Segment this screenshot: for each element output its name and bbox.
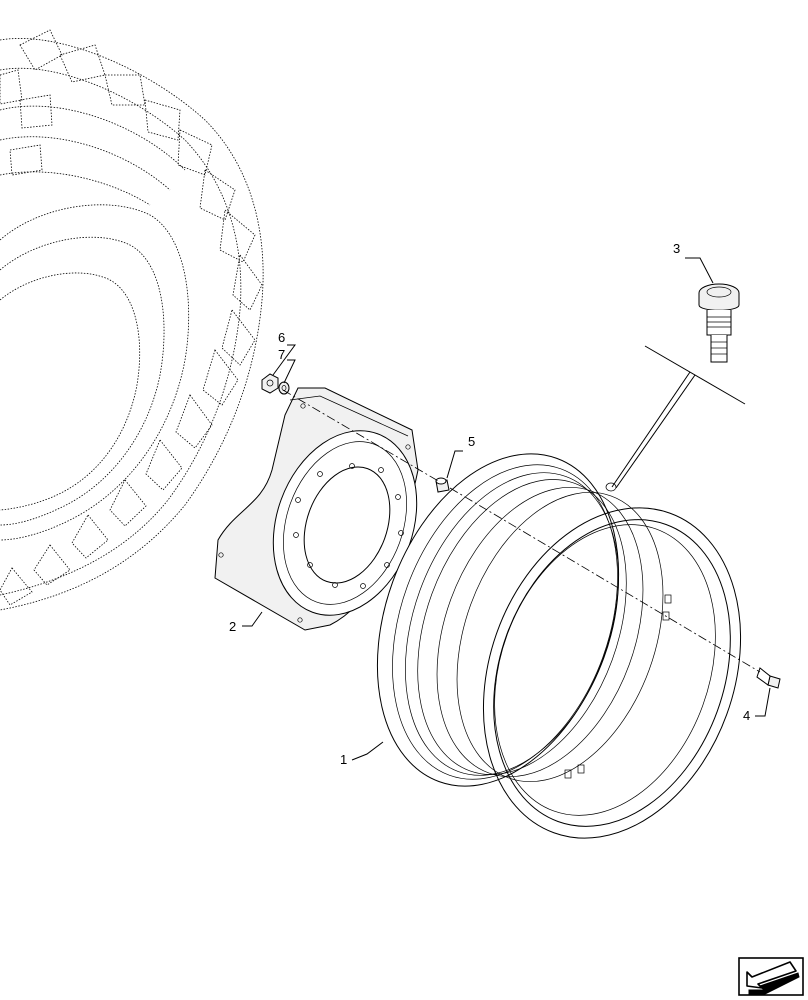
callout-4: 4	[743, 708, 750, 723]
wheel-weight	[214, 387, 419, 631]
spacer	[435, 477, 450, 493]
tire-outline-icon	[0, 29, 264, 611]
assembly-axis	[282, 389, 761, 673]
callout-2: 2	[229, 619, 236, 634]
callout-leaders	[242, 257, 771, 761]
wheel-rim	[376, 453, 742, 839]
callout-1: 1	[340, 752, 347, 767]
callout-6: 6	[278, 330, 285, 345]
callout-5: 5	[468, 434, 475, 449]
bolt	[756, 667, 781, 689]
previous-page-arrow-icon[interactable]	[738, 957, 804, 996]
callout-7: 7	[278, 347, 285, 362]
tire-valve	[698, 283, 740, 363]
callout-3: 3	[673, 241, 680, 256]
nut	[261, 373, 279, 394]
valve-location-leader	[611, 345, 746, 489]
